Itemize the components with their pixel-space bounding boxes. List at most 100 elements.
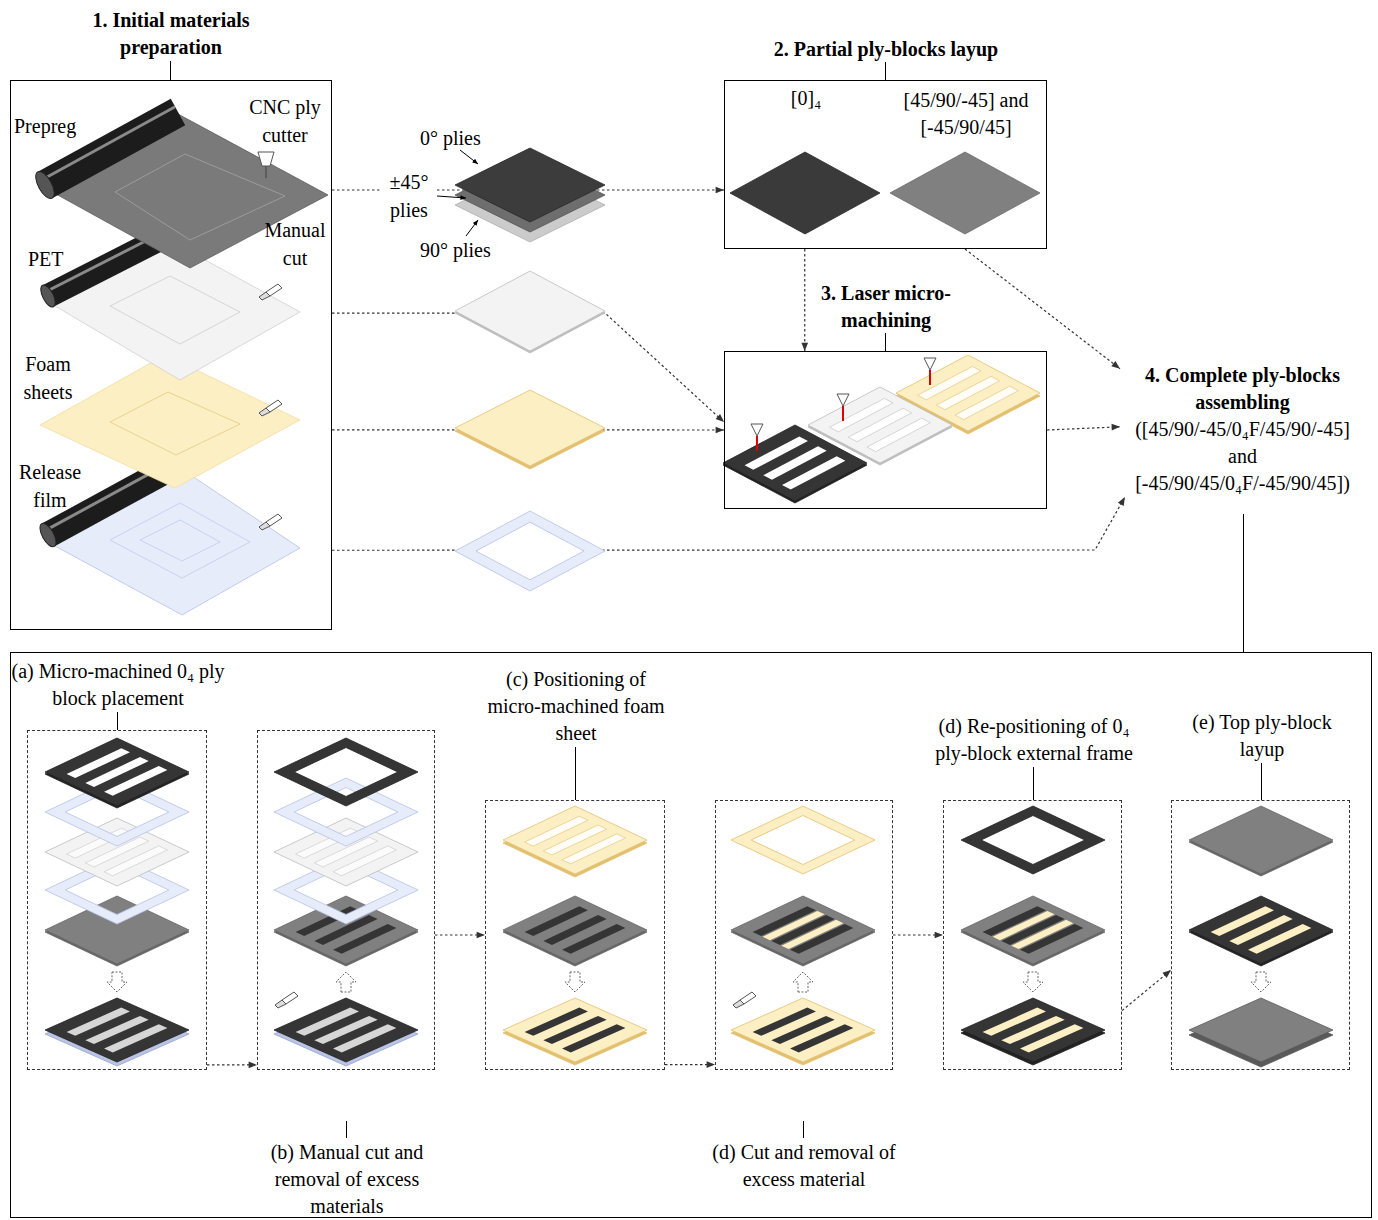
step-heading: 1. Initial materials preparation [64,7,279,61]
pointer-line [460,150,478,164]
machined-slot [782,456,845,489]
material-label: Release film [11,458,89,514]
machined-slot [333,846,396,876]
step-heading: 2. Partial ply-blocks layup [721,36,1051,63]
step-text: [45/90/-45] and [-45/90/45] [884,87,1049,141]
dotted-connector [804,249,805,351]
pointer-head [460,195,466,200]
laser-head [837,394,849,406]
ply-sheet [1189,998,1333,1062]
flow-arrow [1047,424,1120,431]
machined-slot [781,920,843,949]
material-label: ±45° plies [381,168,437,224]
knife-blade [259,522,270,530]
machined-slot [104,1024,167,1052]
material-sheet [45,238,300,380]
arrow-head [1111,361,1120,369]
material-label: Manual cut [253,216,338,272]
machined-slot [333,1024,396,1052]
ply-sheet [730,152,880,234]
step-arrow [336,972,356,992]
ply-sheet [961,896,1105,964]
ply-sheet [274,818,418,886]
cnc-cutter-icon [258,152,274,166]
step-panel: 2. Partial ply-blocks layup[0]₄[45/90/-4… [724,80,1047,249]
ply-sheet [45,998,189,1062]
ply-sheet [274,896,418,964]
substep-box: (a) Micro-machined 0₄ ply block placemen… [27,730,207,1070]
ply-sheet [455,148,605,222]
cut-outline [140,520,220,561]
step-arrow [1251,972,1271,992]
ply-sheet [45,818,189,886]
step-heading: (d) Re-positioning of 0₄ ply-block exter… [934,713,1134,767]
flow-arrow [893,932,943,939]
cut-outline [115,154,285,240]
ply-sheet [723,425,867,501]
roll-end [32,169,58,202]
leader-line [1243,514,1244,652]
substep-box: (e) Top ply-block layup [1171,800,1350,1070]
laser-beam [756,436,758,451]
leader-tick [575,747,576,800]
ply-sheet [1189,896,1333,964]
ply-sheet [45,738,189,806]
cnc-cutter-tip [265,166,267,178]
arrow-head [716,414,724,422]
machined-slot [333,924,396,954]
ply-sheet [731,998,875,1062]
dotted-connector [332,497,1125,550]
step-text: ([45/90/-45/0₄F/45/90/-45] and [-45/90/4… [1120,416,1365,497]
leader-tick [170,61,171,80]
pointer-head [473,220,478,226]
knife-blade [275,1000,286,1008]
ply-sheet [503,998,647,1062]
machined-slot [790,1024,853,1052]
flow-arrow [665,1061,715,1068]
leader-ticks [118,61,1262,1138]
step-heading: (b) Manual cut and removal of excess mat… [255,1139,440,1220]
material-label: CNC ply cutter [238,93,333,149]
knife-blade [733,1000,744,1008]
ply-sheet [455,271,605,351]
flow-arrow [332,497,1125,550]
machined-slot [104,846,167,876]
laser-head [924,358,936,370]
machined-slot [562,924,625,954]
step-arrow [793,972,813,992]
leader-tick [803,1121,804,1138]
ply-sheet [731,896,875,964]
arrow-head [1118,497,1125,506]
machined-slot [1020,1024,1083,1052]
step-text-node: 4. Complete ply-blocks assembling([45/90… [1120,362,1365,497]
step-heading: (d) Cut and removal of excess material [694,1139,914,1193]
machined-slot [104,766,167,796]
ply-sheet [274,998,418,1062]
laser-beam [842,406,844,421]
flow-arrow [207,1062,257,1069]
machined-slot [1011,920,1073,949]
substep-box: (c) Positioning of micro-machined foam s… [485,800,665,1070]
dotted-connector [1047,427,1120,430]
material-label: 90° plies [420,236,491,264]
frame-sheet [961,806,1105,874]
laser-beam [929,370,931,385]
leader-tick [885,333,886,351]
ply-sheet [45,896,189,964]
leader-tick [117,712,118,730]
cut-outline [110,276,240,344]
step-arrow [1023,972,1043,992]
material-label: Foam sheets [12,350,84,406]
arrow-head [801,343,808,351]
step-heading: 3. Laser micro-machining [791,280,981,334]
step-panel: 3. Laser micro-machining [724,351,1047,509]
ply-sheet [503,806,647,874]
arrow-head [716,427,724,434]
machined-slot [562,1024,625,1052]
cut-outline [110,503,250,578]
leader-tick [346,1121,347,1138]
step-text: [0]₄ [766,85,846,112]
arrow-head [1162,970,1171,978]
substep-box: (d) Re-positioning of 0₄ ply-block exter… [943,800,1122,1070]
frame-sheet [731,806,875,874]
